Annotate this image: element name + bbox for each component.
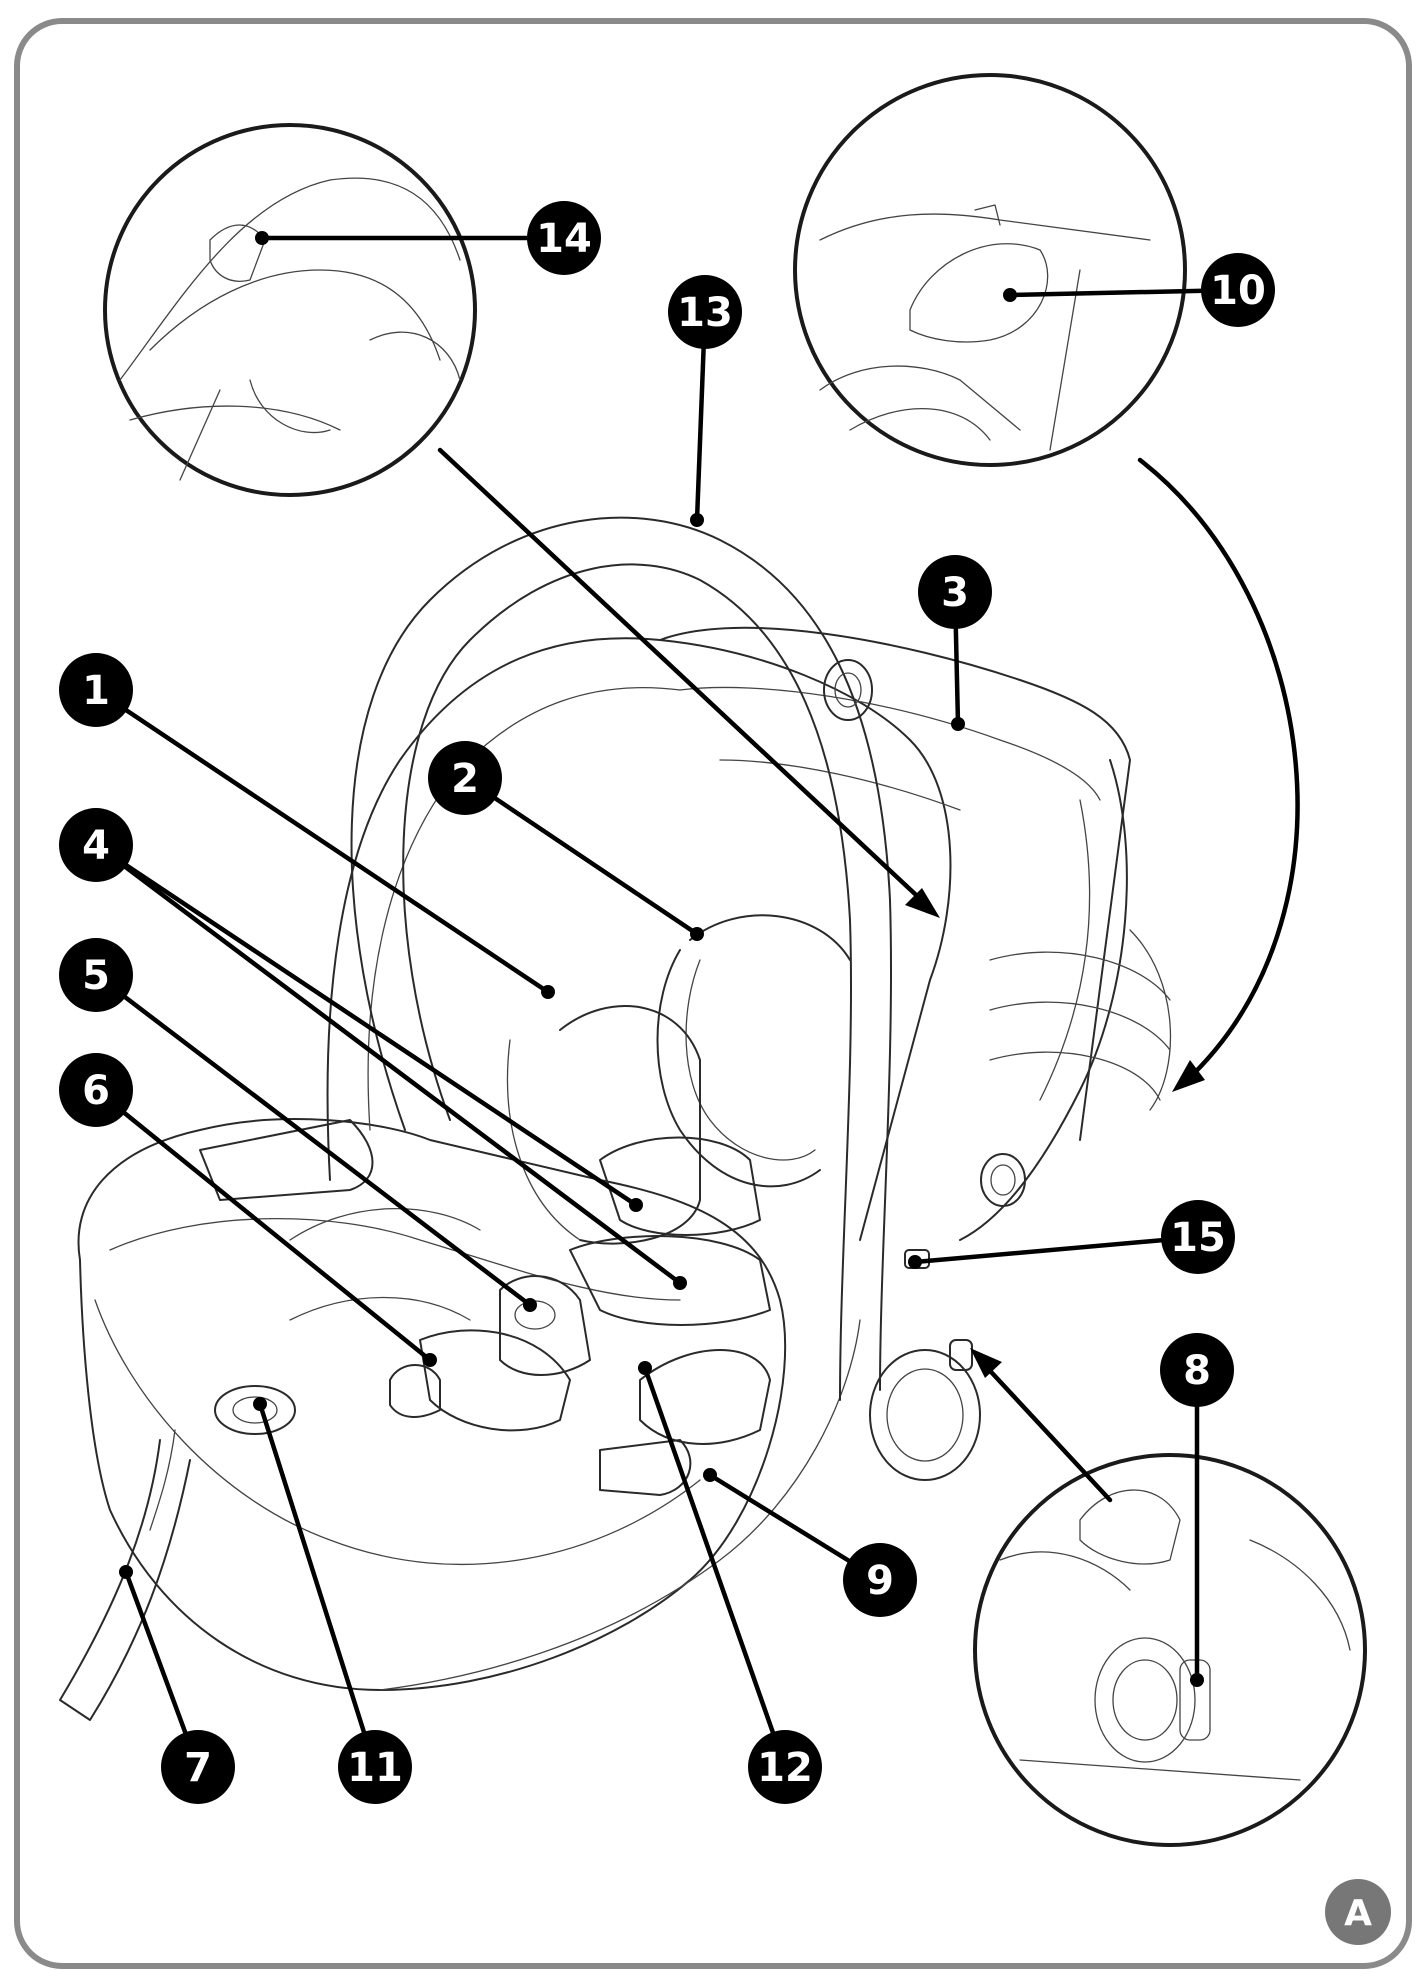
- car-seat-illustration: [59, 516, 1172, 1721]
- badge-8-text: 8: [1183, 1348, 1211, 1394]
- badge-10-text: 10: [1210, 268, 1266, 314]
- badge-14: 14: [527, 201, 601, 275]
- badge-13-text: 13: [677, 290, 733, 336]
- badge-14-text: 14: [536, 216, 592, 262]
- inset-14: [103, 123, 477, 497]
- badge-9: 9: [843, 1543, 917, 1617]
- badge-5-text: 5: [82, 953, 110, 999]
- badge-6-text: 6: [82, 1068, 110, 1114]
- leader-lines: [93, 231, 1300, 1770]
- inset-8: [973, 1453, 1367, 1847]
- badge-2: 2: [428, 741, 502, 815]
- badge-12: 12: [748, 1730, 822, 1804]
- page-marker: A: [1325, 1879, 1391, 1945]
- badge-3-text: 3: [941, 570, 969, 616]
- inset-10: [793, 73, 1187, 467]
- badge-15-text: 15: [1170, 1215, 1226, 1261]
- badge-15: 15: [1161, 1200, 1235, 1274]
- page-marker-text: A: [1344, 1893, 1372, 1934]
- badge-12-text: 12: [757, 1745, 813, 1791]
- badge-3: 3: [918, 555, 992, 629]
- badge-1-text: 1: [82, 668, 110, 714]
- badge-4-text: 4: [82, 823, 110, 869]
- badge-5: 5: [59, 938, 133, 1012]
- badge-7-text: 7: [184, 1745, 212, 1791]
- badge-4: 4: [59, 808, 133, 882]
- badge-8: 8: [1160, 1333, 1234, 1407]
- page-frame: [14, 18, 1412, 1969]
- badge-11: 11: [338, 1730, 412, 1804]
- badge-11-text: 11: [347, 1745, 403, 1791]
- badge-9-text: 9: [866, 1558, 894, 1604]
- badge-10: 10: [1201, 253, 1275, 327]
- badge-1: 1: [59, 653, 133, 727]
- badge-7: 7: [161, 1730, 235, 1804]
- badge-13: 13: [668, 275, 742, 349]
- badge-6: 6: [59, 1053, 133, 1127]
- badge-2-text: 2: [451, 756, 479, 802]
